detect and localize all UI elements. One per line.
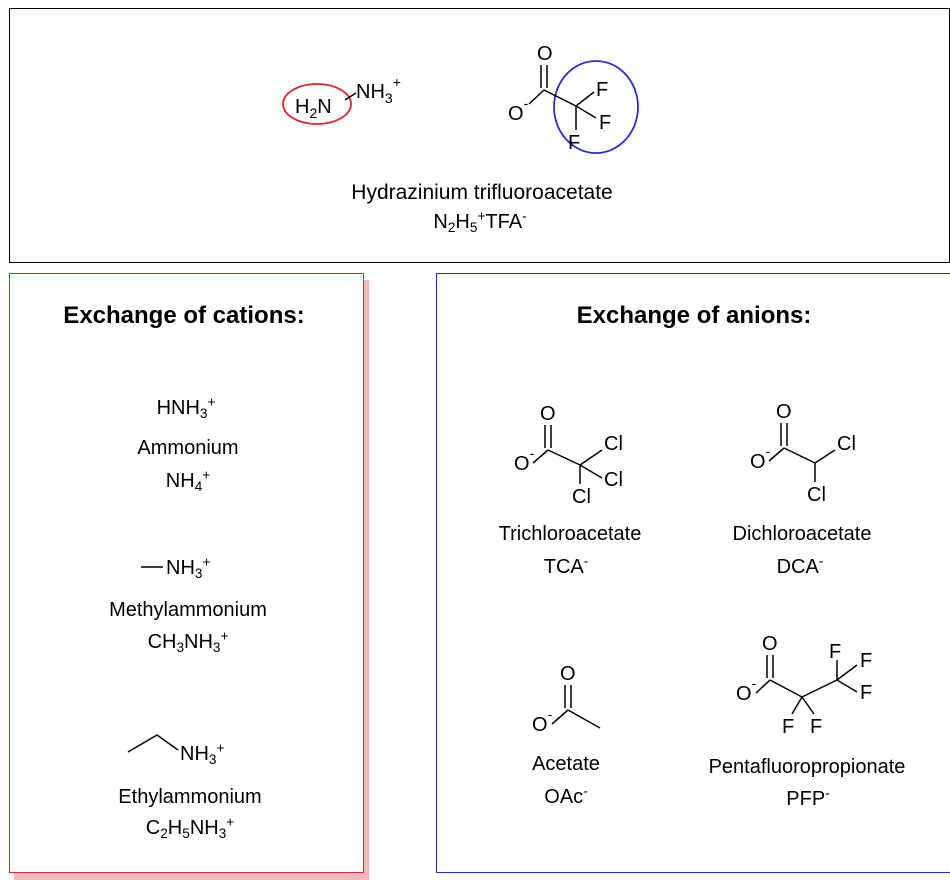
atom-f: F [860,682,872,704]
hydrazine-h2n: H2N [295,96,332,121]
atom-f: F [599,112,611,134]
atom-o-minus: O- [514,445,535,475]
atom-cl: Cl [604,469,623,491]
anion-exchange-panel [436,273,950,873]
atom-f: F [596,79,608,101]
dca-name: Dichloroacetate [732,523,872,545]
atom-cl: Cl [572,486,591,508]
methylammonium-name: Methylammonium [109,599,267,621]
atom-cl: Cl [807,484,826,506]
anion-header: Exchange of anions: [576,302,812,329]
atom-f: F [829,641,841,663]
atom-o-minus: O- [532,706,553,736]
pfp-abbr: PFP- [786,785,830,810]
ethylammonium-name: Ethylammonium [118,786,262,808]
oac-abbr: OAc- [544,783,588,808]
atom-f: F [568,132,580,154]
atom-o: O [560,663,576,685]
pfp-name: Pentafluoropropionate [708,756,906,778]
atom-cl: Cl [837,433,856,455]
cation-exchange-panel [9,273,364,873]
atom-o-minus: O- [736,675,757,705]
atom-o: O [540,403,556,425]
dca-abbr: DCA- [776,553,824,578]
compound-name: Hydrazinium trifluoroacetate [351,181,613,204]
atom-o: O [762,633,778,655]
ethylammonium-formula: C2H5NH3+ [145,814,235,842]
ammonium-structure: HNH3+ [156,394,216,422]
atom-o-minus: O- [508,95,529,125]
compound-formula: N2H5+TFA- [433,208,527,236]
atom-f: F [782,716,794,738]
atom-o: O [537,43,553,65]
methylammonium-structure: NH3+ [166,554,211,582]
tca-name: Trichloroacetate [498,523,642,545]
ammonium-formula: NH4+ [165,467,211,495]
acetate-name: Acetate [532,753,600,775]
atom-f: F [860,650,872,672]
atom-cl: Cl [604,433,623,455]
ammonium-name: Ammonium [137,437,239,459]
atom-f: F [810,716,822,738]
atom-o-minus: O- [750,443,771,473]
tca-abbr: TCA- [543,553,589,578]
cation-header: Exchange of cations: [63,302,305,329]
ethylammonium-structure: NH3+ [180,740,225,768]
methylammonium-formula: CH3NH3+ [147,628,229,656]
atom-o: O [776,401,792,423]
